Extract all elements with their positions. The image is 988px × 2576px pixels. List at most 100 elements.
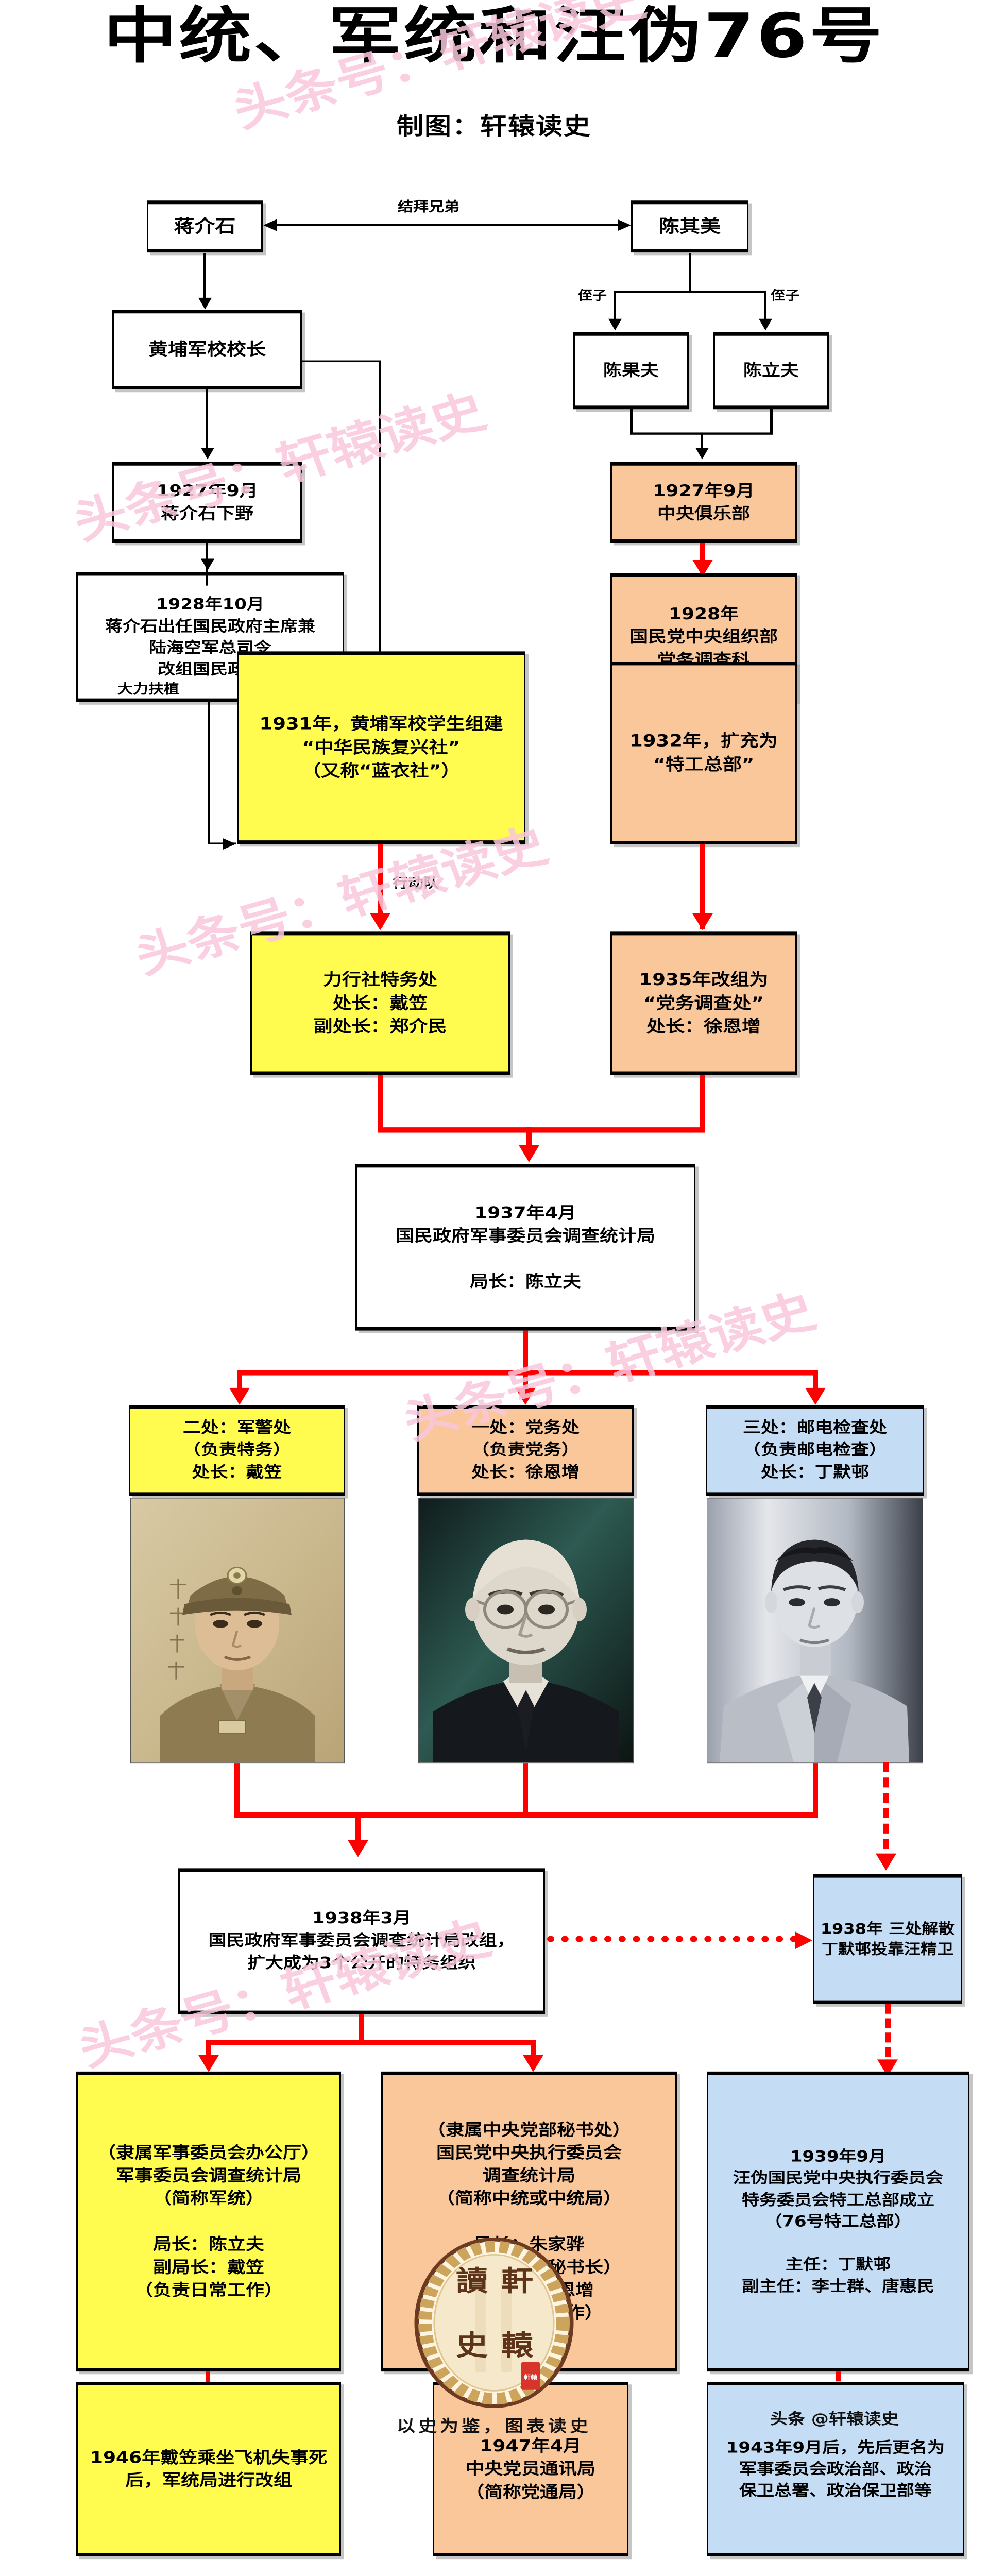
node-label: 1938年 三处解散 丁默邨投靠汪精卫 bbox=[820, 1920, 955, 1958]
arrow-down bbox=[695, 447, 709, 460]
node-chen-lifu: 陈立夫 bbox=[713, 332, 829, 410]
node-label: 1935年改组为 “党务调查处” 处长：徐恩增 bbox=[639, 970, 769, 1037]
node-huangpu-principal: 黄埔军校校长 bbox=[112, 310, 302, 390]
arrow-down-red bbox=[523, 2055, 543, 2072]
connector-dashed-to-76 bbox=[885, 2004, 891, 2071]
connector-lifu-down bbox=[770, 408, 773, 434]
node-label: 一处：党务处 （负责党务） 处长：徐恩增 bbox=[471, 1419, 580, 1482]
footer-seal: 軒 讀 轅 史 軒轅 bbox=[414, 2237, 574, 2408]
footer-credit: 头条 @轩辕读史 bbox=[770, 2410, 899, 2428]
node-gaizu-1938: 1938年3月 国民政府军事委员会调查统计局改组， 扩大成为3个公开的特务组织 bbox=[178, 1868, 545, 2014]
node-label: 1943年9月后，先后更名为 军事委员会政治部、政治 保卫总署、政治保卫部等 bbox=[726, 2438, 945, 2500]
edge-label-nephew-right: 侄子 bbox=[771, 287, 800, 303]
node-jiang-jieshi: 蒋介石 bbox=[147, 200, 263, 253]
arrow-down-red bbox=[348, 1840, 368, 1857]
arrow-right-red bbox=[795, 1931, 812, 1950]
arrow-down-red bbox=[198, 2055, 219, 2072]
arrow-down bbox=[201, 558, 214, 571]
arrow-down bbox=[759, 318, 772, 331]
connector-fuzhi-right bbox=[208, 842, 236, 844]
node-label: 1947年4月 中央党员通讯局 （简称党通局） bbox=[465, 2437, 595, 2501]
connector-photo2-down bbox=[523, 1763, 528, 1817]
node-label: 1938年3月 国民政府军事委员会调查统计局改组， 扩大成为3个公开的特务组织 bbox=[208, 1909, 515, 1972]
connector-merge-stem bbox=[701, 432, 703, 452]
connector-fuzhi-down bbox=[208, 701, 210, 844]
node-sanchu-dissolved-1938: 1938年 三处解散 丁默邨投靠汪精卫 bbox=[813, 1874, 962, 2004]
connector-chenqimei-bus bbox=[614, 290, 766, 293]
node-label: 1946年戴笠乘坐飞机失事死 后，军统局进行改组 bbox=[90, 2448, 328, 2490]
dai-li-portrait bbox=[131, 1498, 344, 1763]
page-title: 中统、军统和汪伪76号 bbox=[104, 1, 884, 72]
arrow-right bbox=[618, 219, 631, 231]
arrow-down bbox=[608, 318, 622, 331]
node-label: 1927年9月 中央俱乐部 bbox=[653, 481, 755, 523]
arrow-right bbox=[223, 838, 236, 850]
node-dangtongju-1947: 1947年4月 中央党员通讯局 （简称党通局） bbox=[433, 2382, 628, 2556]
connector-1937-down bbox=[523, 1330, 528, 1375]
connector-tegong-to-diaochachu bbox=[700, 844, 705, 929]
node-juntong-1946: 1946年戴笠乘坐飞机失事死 后，军统局进行改组 bbox=[76, 2382, 341, 2556]
connector-lixing-down bbox=[378, 1075, 383, 1131]
arrow-left bbox=[263, 219, 277, 231]
connector-guofu-down bbox=[630, 408, 633, 434]
node-label: 1932年，扩充为 “特工总部” bbox=[629, 731, 778, 774]
connector-to-zhongtong bbox=[531, 2040, 536, 2065]
connector-sanchu-dashed bbox=[883, 1762, 889, 1865]
svg-text:轅: 轅 bbox=[501, 2329, 534, 2362]
node-yi-chu: 一处：党务处 （负责党务） 处长：徐恩增 bbox=[417, 1405, 634, 1496]
connector-photo1-down bbox=[234, 1763, 240, 1817]
arrow-down-red bbox=[370, 913, 390, 930]
node-label: 力行社特务处 处长：戴笠 副处长：郑介民 bbox=[313, 970, 447, 1037]
connector-merge-1937-bus bbox=[378, 1127, 705, 1133]
node-label: 陈其美 bbox=[659, 216, 721, 237]
node-juntong: （隶属军事委员会办公厅） 军事委员会调查统计局 （简称军统） 局长：陈立夫 副局… bbox=[76, 2071, 341, 2372]
arrow-down-red bbox=[519, 1145, 539, 1162]
connector-to-juntong bbox=[206, 2040, 211, 2065]
connector-merge-1937-stem bbox=[526, 1127, 532, 1154]
photo-ding-mocun bbox=[707, 1498, 923, 1764]
connector-diaochachu-down bbox=[700, 1075, 705, 1131]
node-tegong-zongbu-1932: 1932年，扩充为 “特工总部” bbox=[610, 662, 797, 844]
connector-huangpu-right-down bbox=[379, 360, 381, 665]
arrow-down bbox=[201, 447, 214, 460]
node-lanyishe: 1931年，黄埔军校学生组建 “中华民族复兴社” （又称“蓝衣社”） bbox=[237, 651, 525, 844]
node-label: 1937年4月 国民政府军事委员会调查统计局 局长：陈立夫 bbox=[395, 1204, 655, 1291]
node-san-chu: 三处：邮电检查处 （负责邮电检查） 处长：丁默邨 bbox=[706, 1405, 924, 1496]
connector-photo3-down bbox=[813, 1763, 818, 1817]
node-label: 蒋介石 bbox=[174, 216, 236, 237]
connector-chenqimei-stem bbox=[689, 253, 691, 292]
arrow-down-red bbox=[805, 1387, 826, 1405]
arrow-down-red bbox=[692, 913, 713, 930]
arrow-down-red bbox=[229, 1387, 250, 1405]
connector-3chu-right bbox=[813, 1370, 818, 1397]
node-dangwu-diaochachu-1935: 1935年改组为 “党务调查处” 处长：徐恩增 bbox=[610, 931, 797, 1075]
node-chen-guofu: 陈果夫 bbox=[573, 332, 689, 410]
connector-1938-merge-bus bbox=[234, 1812, 818, 1818]
connector-3chu-left bbox=[237, 1370, 242, 1397]
node-label: 陈立夫 bbox=[743, 361, 799, 380]
page-subtitle: 制图：轩辕读史 bbox=[396, 113, 591, 140]
connector-to-chenlifu bbox=[764, 290, 766, 323]
seal-graphic: 軒 讀 轅 史 軒轅 bbox=[414, 2237, 574, 2408]
ding-mocun-portrait bbox=[707, 1498, 923, 1763]
connector-3chu-mid bbox=[523, 1370, 528, 1397]
svg-text:軒: 軒 bbox=[501, 2264, 533, 2297]
photo-xu-enzeng bbox=[418, 1498, 634, 1764]
node-chen-qimei: 陈其美 bbox=[631, 200, 748, 253]
footer-tagline: 以史为鉴，图表读史 bbox=[396, 2416, 591, 2436]
node-label: 二处：军警处 （负责特务） 处长：戴笠 bbox=[182, 1419, 291, 1482]
node-label: 三处：邮电检查处 （负责邮电检查） 处长：丁默邨 bbox=[742, 1419, 887, 1482]
node-juntong-1937: 1937年4月 国民政府军事委员会调查统计局 局长：陈立夫 bbox=[355, 1164, 695, 1331]
edge-label-strong-support: 大力扶植 bbox=[117, 681, 179, 698]
arrow-down-red bbox=[876, 1853, 896, 1871]
node-gengming-1943: 1943年9月后，先后更名为 军事委员会政治部、政治 保卫总署、政治保卫部等 bbox=[707, 2382, 964, 2556]
connector-club-to-diaochake bbox=[700, 543, 705, 577]
arrow-down-red bbox=[515, 1387, 536, 1405]
node-er-chu: 二处：军警处 （负责特务） 处长：戴笠 bbox=[129, 1405, 345, 1496]
arrow-down bbox=[198, 297, 212, 310]
connector-dotted-to-sanchu bbox=[547, 1936, 797, 1942]
node-label: 1927年9月 蒋介石下野 bbox=[156, 481, 258, 523]
connector-to-chenguofu bbox=[614, 290, 616, 323]
node-lixingshe-tewuchu: 力行社特务处 处长：戴笠 副处长：郑介民 bbox=[250, 931, 510, 1075]
xu-enzeng-portrait bbox=[419, 1498, 633, 1763]
